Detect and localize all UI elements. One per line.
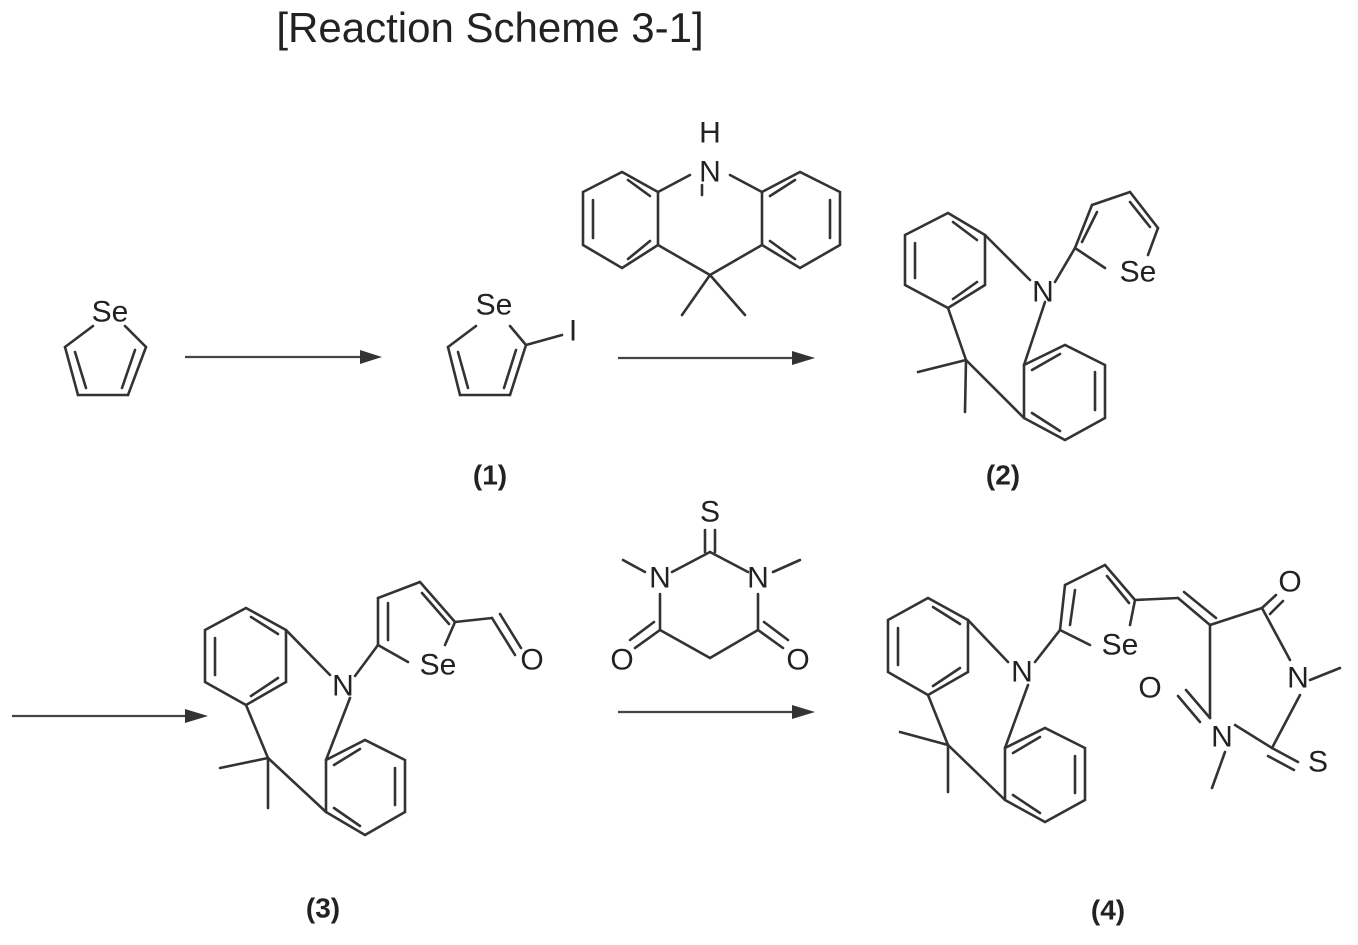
sulfur-atom: S xyxy=(1308,746,1328,779)
compound-label-4: (4) xyxy=(1091,895,1125,926)
compound-3-structure: N Se O xyxy=(205,582,544,835)
compound-1-structure: Se I xyxy=(448,289,577,396)
oxygen-atom: O xyxy=(610,644,633,677)
reaction-arrow-3 xyxy=(12,709,208,723)
nitrogen-atom: N xyxy=(332,670,354,703)
nitrogen-atom: N xyxy=(1032,276,1054,309)
sulfur-atom: S xyxy=(700,496,720,529)
reaction-arrow-1 xyxy=(185,350,382,364)
selenium-atom: Se xyxy=(1102,629,1139,662)
nitrogen-atom: N xyxy=(747,562,769,595)
nitrogen-atom: N xyxy=(649,562,671,595)
selenium-atom: Se xyxy=(476,289,513,322)
oxygen-atom: O xyxy=(1138,672,1161,705)
dimethylacridan-reagent-structure: H N xyxy=(583,117,840,316)
iodine-atom: I xyxy=(569,315,577,348)
selenium-atom: Se xyxy=(92,296,129,329)
compound-4-structure: N Se O O N N S xyxy=(888,565,1340,822)
hydrogen-atom: H xyxy=(699,117,721,150)
compound-label-2: (2) xyxy=(986,460,1020,491)
oxygen-atom: O xyxy=(1278,566,1301,599)
nitrogen-atom: N xyxy=(1011,656,1033,689)
reaction-arrow-4 xyxy=(618,705,815,719)
compound-2-structure: N Se xyxy=(905,192,1158,440)
thiobarbituric-reagent-structure: S N N O O xyxy=(610,496,809,677)
reaction-arrow-2 xyxy=(618,351,815,365)
compound-label-1: (1) xyxy=(473,460,507,491)
oxygen-atom: O xyxy=(786,644,809,677)
selenium-atom: Se xyxy=(420,649,457,682)
nitrogen-atom: N xyxy=(699,156,721,189)
oxygen-atom: O xyxy=(520,644,543,677)
selenophene-structure: Se xyxy=(65,296,146,396)
compound-label-3: (3) xyxy=(306,893,340,924)
selenium-atom: Se xyxy=(1120,256,1157,289)
nitrogen-atom: N xyxy=(1211,721,1233,754)
nitrogen-atom: N xyxy=(1287,662,1309,695)
